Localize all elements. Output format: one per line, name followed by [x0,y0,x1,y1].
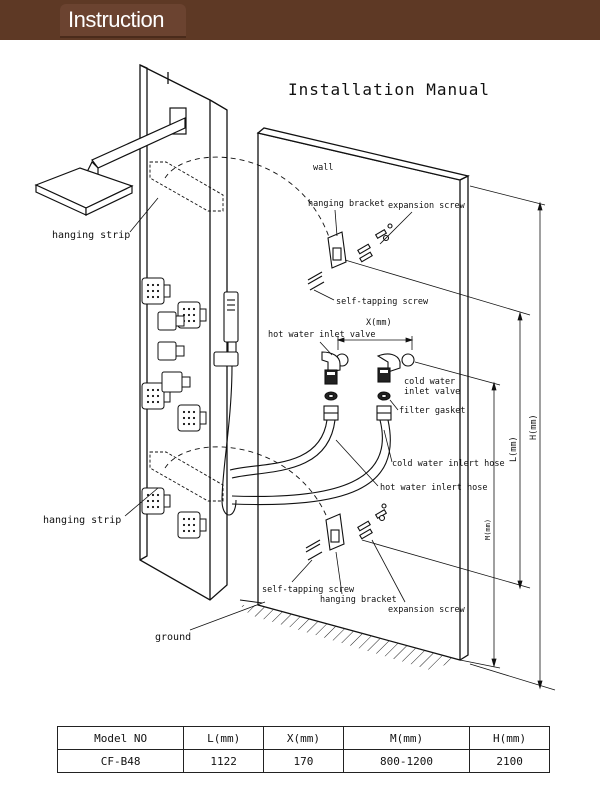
ground-hatch [239,599,460,670]
label-hanging-strip-top: hanging strip [52,230,130,241]
inlet-hoses [229,419,391,506]
label-self-tapping-screw-top: self-tapping screw [336,297,429,307]
x-dimension [336,336,414,350]
label-hanging-strip-bottom: hanging strip [43,515,121,526]
spec-cell-model: CF-B48 [56,749,185,773]
label-l-dim: L(mm) [509,436,519,462]
label-cold-water-inlet-valve-line1: cold water [404,377,455,387]
label-m-dim: M(mm) [484,519,492,540]
expansion-screws-top [357,223,393,263]
spec-header-model: Model NO [56,726,185,750]
label-hot-water-inlet-hose: hot water inlert hose [380,483,487,493]
hanging-bracket-bottom [305,513,345,561]
hanging-strip-upper [149,161,224,212]
spec-header-x: X(mm) [263,726,344,750]
cold-water-inlet-valve [376,353,415,383]
hanging-bracket-top [307,231,347,291]
spec-header-h: H(mm) [469,726,550,750]
label-cold-water-inlet-hose: cold water inlert hose [392,459,505,469]
spec-table: Model NO L(mm) X(mm) M(mm) H(mm) CF-B48 … [56,726,550,773]
expansion-screws-bottom [357,503,388,540]
hose-nuts [323,405,392,421]
label-self-tapping-screw-bottom: self-tapping screw [262,585,355,595]
spec-cell-x: 170 [263,749,344,773]
label-hanging-bracket-bottom: hanging bracket [320,595,397,605]
diagram-title: Installation Manual [288,80,490,99]
installation-diagram: Installation Manual wall ground [34,63,556,691]
hand-shower [213,291,239,516]
label-cold-water-inlet-valve-line2: inlet valve [404,387,460,397]
hot-water-inlet-valve [321,351,349,385]
label-ground: ground [155,632,191,643]
label-expansion-screw-top: expansion screw [388,201,466,211]
guide-arcs [164,156,331,526]
header-tab [60,4,186,38]
wall [256,127,470,661]
label-filter-gasket: filter gasket [399,406,466,416]
label-x-dim: X(mm) [366,318,392,328]
jet-nozzle-dots [146,283,196,533]
label-hanging-bracket-top: hanging bracket [308,199,385,209]
spec-header-l: L(mm) [183,726,265,750]
label-wall: wall [313,163,333,173]
filter-gaskets [324,391,391,401]
spec-table-header-row: Model NO L(mm) X(mm) M(mm) H(mm) [56,726,550,750]
spec-cell-h: 2100 [469,749,550,773]
shower-panel [139,63,228,601]
label-h-dim: H(mm) [529,414,539,440]
dimension-lines [344,185,556,691]
hanging-strip-lower [149,451,224,502]
spec-cell-m: 800-1200 [342,749,471,773]
header-title: Instruction [68,7,165,32]
rain-shower-head [34,107,187,216]
label-hot-water-inlet-valve: hot water inlet valve [268,330,375,340]
spec-cell-l: 1122 [183,749,265,773]
table-row: CF-B48 1122 170 800-1200 2100 [56,749,550,773]
spec-header-m: M(mm) [342,726,471,750]
control-knobs [157,311,191,393]
label-expansion-screw-bottom: expansion screw [388,605,466,615]
